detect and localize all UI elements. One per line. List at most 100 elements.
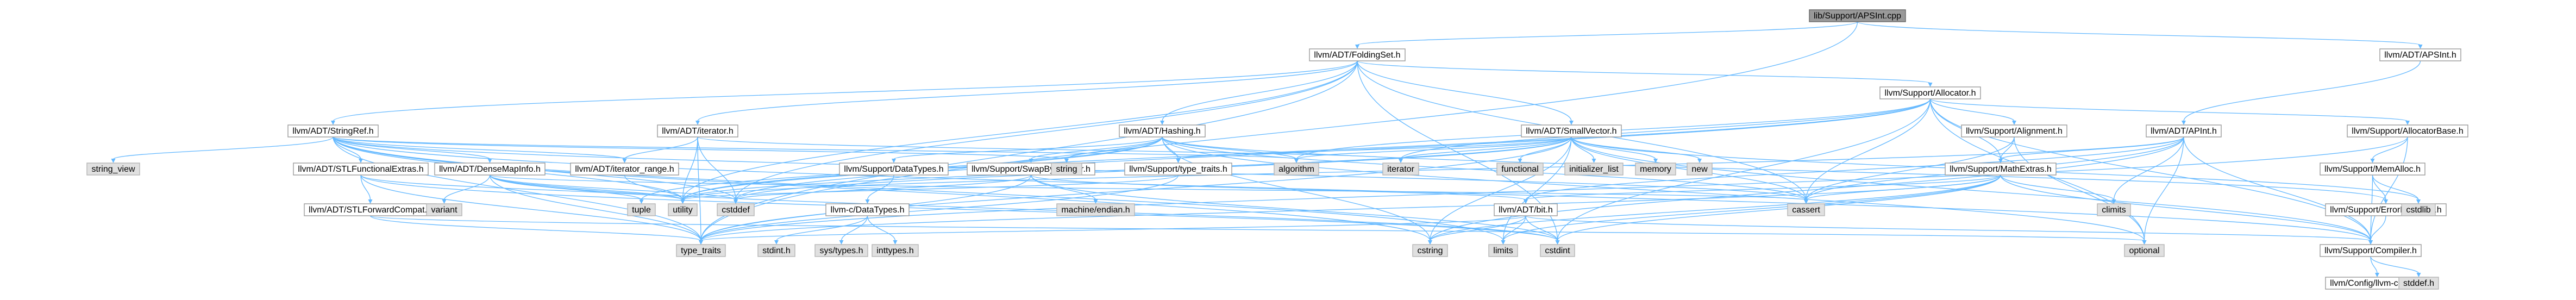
node-box [1540,244,1575,257]
edge-arrowhead [622,159,627,163]
node-stlforwardcompat[interactable]: llvm/ADT/STLForwardCompat.h [304,203,437,216]
node-label: cassert [1792,205,1820,215]
edge-smallvector-to-new [1571,136,1700,160]
node-stlfunctionalextras[interactable]: llvm/ADT/STLFunctionalExtras.h [293,162,429,176]
edge-arrowhead [865,199,870,204]
edge-smallvector-to-type_traits [1177,136,1572,160]
node-allocator[interactable]: llvm/Support/Allocator.h [1879,86,1981,99]
edge-mathextras-to-climits [2000,174,2115,201]
node-iterator-range[interactable]: llvm/ADT/iterator_range.h [570,162,679,176]
edge-stlfunctionalextras-to-type_traits_std [360,174,701,241]
edge-mathextras-to-compiler [2000,174,2371,241]
node-box [757,244,795,257]
node-type-traits[interactable]: llvm/Support/type_traits.h [1124,162,1232,176]
node-alignment[interactable]: llvm/Support/Alignment.h [1961,124,2067,138]
node-smallvector[interactable]: llvm/ADT/SmallVector.h [1521,124,1622,138]
node-label: limits [1493,246,1513,255]
node-foldingset[interactable]: llvm/ADT/FoldingSet.h [1309,48,1406,61]
node-label: llvm/ADT/iterator.h [662,127,734,136]
node-box [1635,162,1676,176]
node-label: inttypes.h [876,246,913,255]
edge-apint-to-compiler [2183,136,2371,241]
node-root[interactable]: lib/Support/APSInt.cpp [1809,9,1906,22]
node-string: string [1051,162,1082,176]
node-sys-types: sys/types.h [814,244,868,257]
node-compiler[interactable]: llvm/Support/Compiler.h [2320,244,2422,257]
edge-stlfunctionalextras-to-stlforwardcompat [360,174,371,201]
node-box [676,244,726,257]
edge-allocatorbase-to-type_traits_std [700,136,2408,241]
edge-root-to-foldingset [1357,21,1858,46]
node-box [1809,9,1906,22]
edge-arrowhead [1501,240,1506,245]
node-mathextras[interactable]: llvm/Support/MathExtras.h [1945,162,2057,176]
node-label: stddef.h [2403,279,2434,288]
node-utility: utility [668,203,698,216]
node-label: new [1691,165,1708,174]
edge-arrowhead [893,240,898,245]
edge-alignment-to-optional [2014,136,2145,241]
node-box [839,162,949,176]
node-iterator[interactable]: llvm/ADT/iterator.h [657,124,738,138]
node-label: sys/types.h [819,246,863,255]
edge-swapbyteorder-to-cstddef [735,174,1032,201]
edge-cdatatypes-to-stdint [776,215,868,241]
edge-stringref-to-compiler [333,136,2371,241]
edge-densemapinfo-to-cstddef [489,174,736,201]
node-label: llvm/ADT/iterator_range.h [575,165,674,174]
edge-errorhandling-to-compiler [2370,215,2386,241]
node-label: string_view [91,165,135,174]
nodes-layer: lib/Support/APSInt.cpp llvm/ADT/FoldingSe… [86,9,2468,290]
node-string-view: string_view [86,162,140,176]
node-label: functional [1501,165,1539,174]
edge-arrowhead [1928,83,1933,87]
edge-allocatorbase-to-memalloc [2372,136,2408,160]
node-memory: memory [1635,162,1676,176]
node-box [287,124,379,138]
node-box [2146,124,2222,138]
node-datatypes[interactable]: llvm/Support/DataTypes.h [839,162,949,176]
node-hashing[interactable]: llvm/ADT/Hashing.h [1119,124,1206,138]
node-label: llvm/Support/Compiler.h [2324,246,2417,255]
node-densemapinfo[interactable]: llvm/ADT/DenseMapInfo.h [434,162,546,176]
node-stringref[interactable]: llvm/ADT/StringRef.h [287,124,379,138]
edge-foldingset-to-smallvector [1357,60,1572,122]
edge-compiler-to-stddef [2370,256,2420,274]
node-label: climits [2102,205,2126,215]
edge-cdatatypes-to-sys_types [841,215,868,241]
node-allocatorbase[interactable]: llvm/Support/AllocatorBase.h [2347,124,2468,138]
edge-allocator-to-cstdint [1557,98,1931,241]
edge-arrowhead [1998,159,2003,163]
edge-arrowhead [1569,121,1574,125]
edge-arrowhead [1591,159,1596,163]
edge-foldingset-to-iterator [697,60,1358,122]
node-stddef: stddef.h [2398,277,2439,290]
node-label: llvm/ADT/STLFunctionalExtras.h [298,165,423,174]
edge-stlfunctionalextras-to-utility [360,174,684,201]
node-box [570,162,679,176]
node-bit[interactable]: llvm/ADT/bit.h [1494,203,1558,216]
edge-root-to-apsint [1857,21,2421,46]
edge-arrowhead [1555,240,1560,245]
edge-apint-to-utility [682,136,2184,201]
edge-hashing-to-optional [1162,136,2145,241]
edge-arrowhead [734,199,738,204]
node-box [1274,162,1319,176]
node-box [1119,124,1206,138]
edge-arrowhead [680,199,685,204]
node-apint[interactable]: llvm/ADT/APInt.h [2146,124,2222,138]
node-cstdint: cstdint [1540,244,1575,257]
node-cdatatypes[interactable]: llvm-c/DataTypes.h [825,203,910,216]
node-label: cstdint [1545,246,1570,255]
node-box [1564,162,1624,176]
node-climits: climits [2097,203,2131,216]
node-label: memory [1640,165,1671,174]
node-label: llvm/Support/type_traits.h [1129,165,1227,174]
edge-apint-to-climits [2113,136,2184,201]
node-tuple: tuple [627,203,656,216]
node-box [1124,162,1232,176]
edge-stringref-to-type_traits_std [333,136,701,241]
node-inttypes: inttypes.h [872,244,919,257]
node-memalloc[interactable]: llvm/Support/MemAlloc.h [2320,162,2425,176]
node-apsint[interactable]: llvm/ADT/APSInt.h [2379,48,2461,61]
